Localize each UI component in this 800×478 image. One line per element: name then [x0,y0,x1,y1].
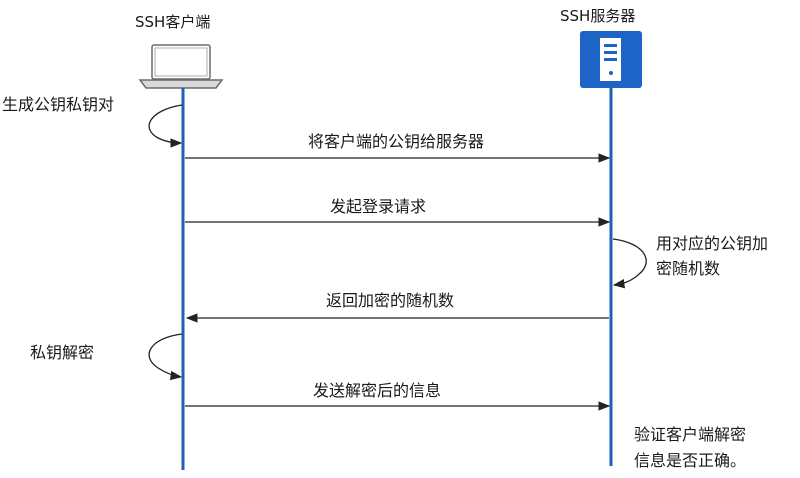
label-send-public-key: 将客户端的公钥给服务器 [308,132,485,151]
label-client-decrypt: 私钥解密 [30,343,95,362]
server-self-loop-encrypt [612,238,647,289]
label-generate-keys: 生成公钥私钥对 [2,95,115,114]
label-server-encrypt-line1: 用对应的公钥加 [656,234,769,253]
server-actor-label: SSH服务器 [560,7,636,25]
label-server-encrypt-line2: 密随机数 [656,259,721,278]
client-self-loop-generate [148,104,183,148]
label-login-request: 发起登录请求 [330,197,427,216]
label-server-verify-line1: 验证客户端解密 [634,425,747,444]
client-actor-label: SSH客户端 [135,13,211,31]
label-send-decrypted: 发送解密后的信息 [313,381,442,400]
label-return-encrypted: 返回加密的随机数 [326,291,455,310]
server-icon [580,31,642,88]
label-server-verify-line2: 信息是否正确。 [634,451,747,470]
client-self-loop-decrypt [148,333,183,381]
laptop-icon [138,44,224,89]
